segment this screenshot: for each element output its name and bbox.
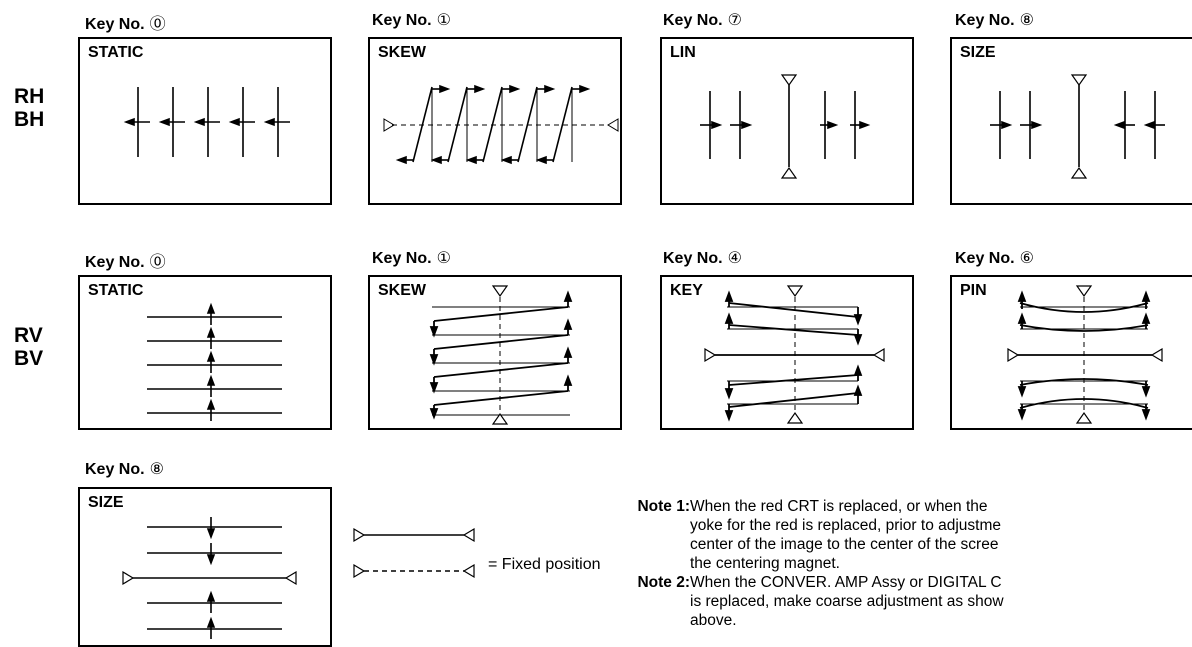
note-2-line: above. <box>690 612 737 629</box>
panel-skew-v: SKEW <box>368 275 622 430</box>
row-label-rv-bv: RV BV <box>14 324 43 370</box>
note-1: Note 1: When the red CRT is replaced, or… <box>615 497 1135 573</box>
note-2: Note 2: When the CONVER. AMP Assy or DIG… <box>615 573 1135 630</box>
key-label-static-v: Key No.⓪ <box>85 254 166 271</box>
row-label-rh: RH <box>14 85 45 108</box>
panel-skew-h: SKEW <box>368 37 622 205</box>
skew-h-diagram <box>383 84 619 165</box>
panel-title: SKEW <box>378 282 426 299</box>
panel-key: KEY <box>660 275 914 430</box>
panel-title: SKEW <box>378 44 426 61</box>
note-2-line: is replaced, make coarse adjustment as s… <box>690 593 1004 610</box>
panel-size-h: SIZE <box>950 37 1192 205</box>
panel-size-v: SIZE <box>78 487 332 647</box>
key-label-static-h: Key No.⓪ <box>85 16 166 33</box>
size-h-diagram <box>990 74 1165 179</box>
panel-title: SIZE <box>88 494 124 511</box>
skew-v-diagram <box>429 285 573 425</box>
panel-title: STATIC <box>88 44 144 61</box>
size-v-diagram <box>122 517 297 639</box>
key-label-skew-v: Key No.① <box>372 250 451 267</box>
lin-diagram <box>700 74 871 179</box>
note-1-label: Note 1: <box>637 498 690 515</box>
row-label-bh: BH <box>14 108 45 131</box>
key-label-size-h: Key No.⑧ <box>955 12 1034 29</box>
panel-title: STATIC <box>88 282 144 299</box>
panel-title: KEY <box>670 282 703 299</box>
panel-pin: PIN <box>950 275 1192 430</box>
key-label-lin: Key No.⑦ <box>663 12 742 29</box>
row-label-rv: RV <box>14 324 43 347</box>
key-label-key: Key No.④ <box>663 250 742 267</box>
note-2-line: When the CONVER. AMP Assy or DIGITAL C <box>690 574 1002 591</box>
note-1-line: the centering magnet. <box>690 555 840 572</box>
panel-static-v: STATIC <box>78 275 332 430</box>
panel-title: PIN <box>960 282 987 299</box>
note-1-line: center of the image to the center of the… <box>690 536 999 553</box>
panel-lin: LIN <box>660 37 914 205</box>
static-h-diagram <box>123 87 290 157</box>
panel-title: SIZE <box>960 44 996 61</box>
note-1-line: yoke for the red is replaced, prior to a… <box>690 517 1002 534</box>
fixed-position-legend-icons <box>353 527 475 579</box>
key-label-size-v: Key No.⑧ <box>85 461 164 478</box>
note-2-label: Note 2: <box>637 574 690 591</box>
key-label-pin: Key No.⑥ <box>955 250 1034 267</box>
panel-static-h: STATIC <box>78 37 332 205</box>
note-1-line: When the red CRT is replaced, or when th… <box>690 498 988 515</box>
key-diagram <box>704 285 885 424</box>
pin-diagram <box>1007 285 1163 424</box>
key-label-skew-h: Key No.① <box>372 12 451 29</box>
row-label-rh-bh: RH BH <box>14 85 44 131</box>
row-label-bv: BV <box>14 347 44 370</box>
panel-title: LIN <box>670 44 696 61</box>
static-v-diagram <box>147 302 282 421</box>
legend-label: = Fixed position <box>488 556 601 573</box>
